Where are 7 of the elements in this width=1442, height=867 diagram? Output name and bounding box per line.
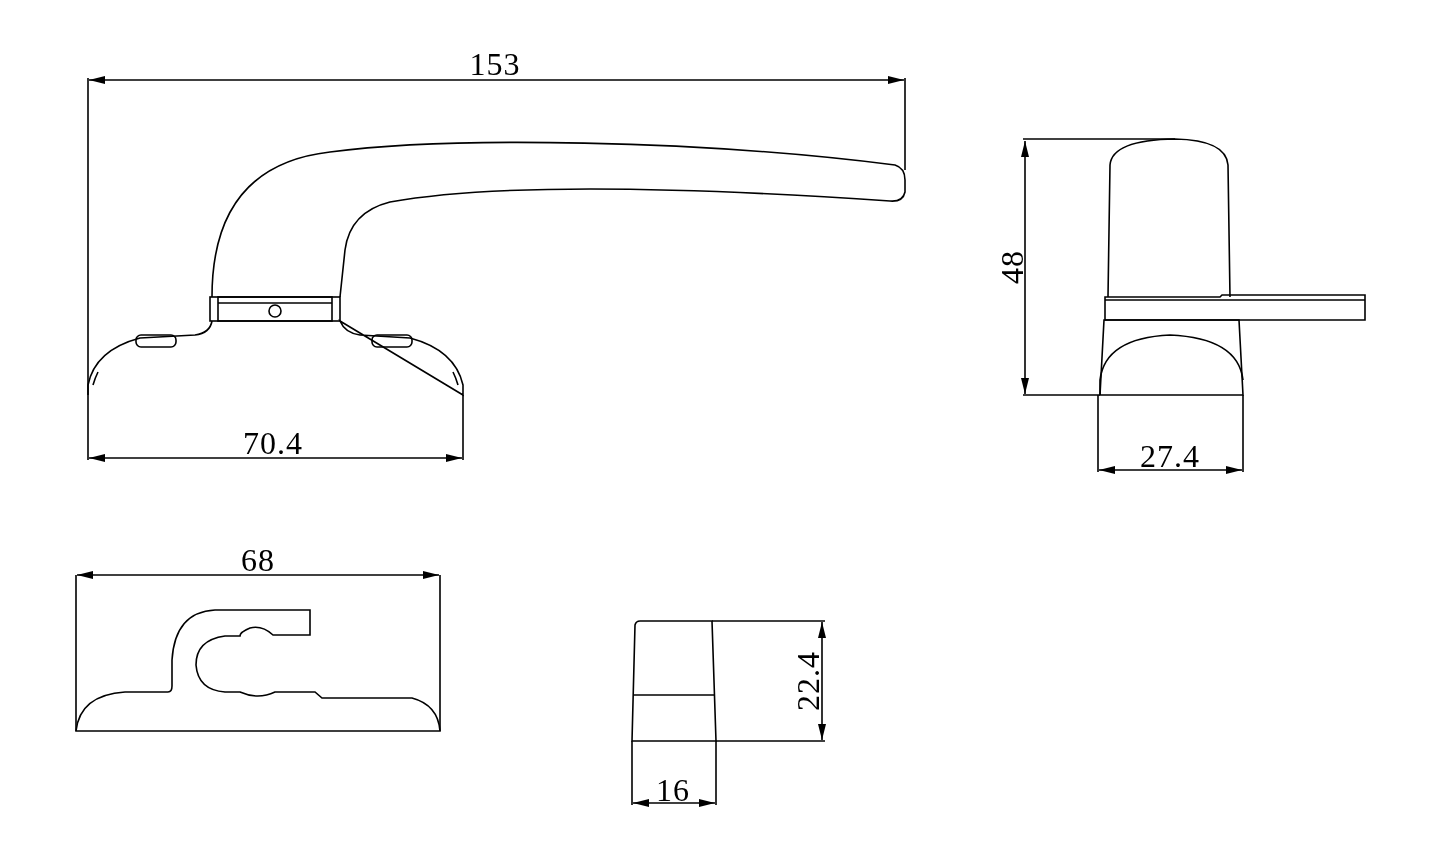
dimension-label: 48 bbox=[996, 250, 1028, 284]
dimension-label: 16 bbox=[656, 774, 690, 806]
dimension-label: 22.4 bbox=[792, 651, 824, 711]
dimension-label: 70.4 bbox=[243, 427, 303, 459]
dimension-label: 68 bbox=[241, 544, 275, 576]
dimension-label: 27.4 bbox=[1140, 440, 1200, 472]
dimension-label: 153 bbox=[469, 48, 521, 80]
